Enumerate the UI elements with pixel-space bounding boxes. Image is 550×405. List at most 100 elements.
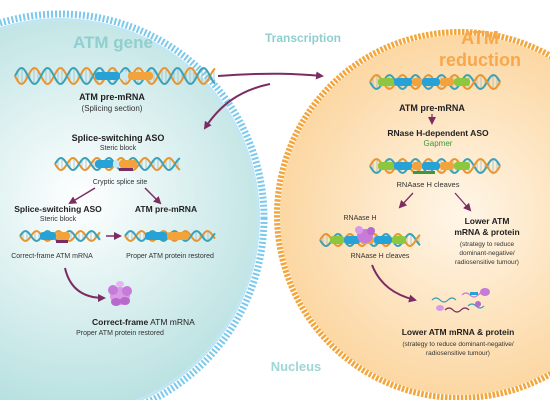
transcription-arrow-right bbox=[217, 71, 324, 80]
exon-segment bbox=[394, 162, 412, 170]
right-premrna-title: ATM pre-mRNA bbox=[399, 103, 465, 113]
left-cell-body bbox=[0, 18, 260, 405]
exon-segment bbox=[374, 236, 392, 244]
exon-segment bbox=[440, 78, 454, 86]
helix-strand-a bbox=[54, 156, 181, 172]
left-cell-membrane bbox=[0, 10, 268, 405]
nucleus-label: Nucleus bbox=[271, 359, 322, 374]
exon-segment bbox=[422, 162, 440, 170]
right-pre-mrna-gapmer bbox=[369, 158, 501, 174]
exon-segment bbox=[392, 236, 406, 244]
fragment-protein-3 bbox=[475, 301, 481, 307]
left-premrna-title: ATM pre-mRNA bbox=[79, 92, 145, 102]
proper-restored-small-label: Proper ATM protein restored bbox=[126, 253, 214, 260]
exon-segment bbox=[378, 162, 394, 170]
right-cell-membrane bbox=[274, 29, 550, 401]
exon-segment bbox=[440, 162, 454, 170]
exon-segment bbox=[412, 162, 422, 170]
exon-segment bbox=[454, 78, 470, 86]
rnaase-cleaves-1: RNAase H cleaves bbox=[397, 180, 460, 189]
exon-segment bbox=[40, 232, 56, 240]
fragment-5 bbox=[470, 292, 478, 295]
exon-segment bbox=[344, 236, 360, 244]
pre-mrna-strand-left bbox=[95, 72, 153, 80]
atm-premrna-mid-title: ATM pre-mRNA bbox=[135, 204, 197, 214]
atm-reduction-title-line1: ATM bbox=[461, 28, 499, 48]
exon-segment bbox=[378, 78, 394, 86]
exon-segment bbox=[394, 78, 412, 86]
aso-bar bbox=[119, 168, 133, 171]
exon-segment bbox=[120, 72, 128, 80]
gapmer-bar bbox=[413, 171, 435, 174]
atm-gene-title: ATM gene bbox=[73, 33, 153, 52]
strategy-bottom-1: (strategy to reduce dominant-negative/ bbox=[402, 341, 513, 348]
rnaase-h-label: RNAase H bbox=[343, 215, 376, 222]
pre-mrna-with-aso bbox=[54, 156, 181, 172]
right-cell-body bbox=[280, 35, 550, 395]
arrow-to-fragments bbox=[371, 264, 417, 303]
exon-segment bbox=[412, 78, 422, 86]
rnase-h-enzyme-icon bbox=[355, 226, 375, 243]
aso-bar-2 bbox=[56, 240, 68, 243]
correct-frame-bold: Correct-frame ATM mRNA bbox=[92, 317, 195, 327]
helix-strand-a bbox=[14, 67, 216, 85]
exon-segment bbox=[454, 162, 470, 170]
dna-helix-gene bbox=[14, 67, 216, 85]
pre-mrna-mid bbox=[124, 230, 216, 242]
exon-segment bbox=[95, 160, 113, 168]
exon-segment bbox=[119, 160, 137, 168]
exon-segment bbox=[330, 236, 344, 244]
atm-reduction-title-line2: reduction bbox=[439, 50, 521, 70]
exon-segment bbox=[56, 232, 70, 240]
lower-atm-bottom-label: Lower ATM mRNA & protein bbox=[402, 327, 515, 337]
helix-strand-b bbox=[14, 67, 216, 85]
right-pre-mrna-1 bbox=[369, 74, 501, 90]
right-cell bbox=[274, 29, 550, 401]
exon-segment bbox=[422, 78, 440, 86]
ssaso-title-2: Splice-switching ASO bbox=[14, 204, 102, 214]
proper-restored-bottom-label: Proper ATM protein restored bbox=[76, 330, 164, 337]
left-cell bbox=[0, 10, 268, 405]
fragment-protein-2 bbox=[436, 305, 444, 311]
exon-segment bbox=[128, 72, 153, 80]
exon-segment bbox=[167, 232, 189, 240]
arrow-to-lower-atm bbox=[454, 192, 472, 212]
ssaso-title: Splice-switching ASO bbox=[72, 133, 165, 143]
steric-block-label-2: Steric block bbox=[40, 216, 77, 223]
helix-strand-b bbox=[54, 156, 181, 172]
lower-atm-label-2: mRNA & protein bbox=[454, 227, 519, 237]
atm-protein-left-icon bbox=[108, 281, 132, 306]
degraded-mrna-fragments bbox=[431, 288, 490, 313]
rnaase-cleaves-2: RNAase H cleaves bbox=[351, 253, 410, 260]
correct-frame-bold-span: Correct-frame bbox=[92, 317, 148, 327]
lower-atm-label-1: Lower ATM bbox=[465, 216, 510, 226]
exon-segment bbox=[145, 232, 167, 240]
arrow-to-ssaso-2 bbox=[68, 187, 96, 205]
steric-block-label-1: Steric block bbox=[100, 145, 137, 152]
transcription-label: Transcription bbox=[265, 31, 341, 45]
strategy-bottom-2: radiosensitive tumour) bbox=[426, 350, 490, 357]
fragment-protein-1 bbox=[480, 288, 490, 296]
strategy-small-2: dominant-negative/ bbox=[459, 250, 514, 257]
correct-frame-small-label: Correct-frame ATM mRNA bbox=[11, 253, 93, 260]
exon-segment bbox=[113, 160, 119, 168]
arrow-to-premrna-mid bbox=[144, 187, 162, 205]
cryptic-splice-site-label: Cryptic splice site bbox=[93, 179, 148, 186]
arrow-to-rnaseh bbox=[398, 192, 414, 209]
fragment-1 bbox=[431, 297, 457, 303]
helix-strand-a bbox=[19, 230, 101, 242]
fragment-2 bbox=[444, 307, 470, 313]
pre-mrna-ssaso-2 bbox=[19, 230, 101, 243]
exon-segment bbox=[95, 72, 120, 80]
left-cell-inner-membrane bbox=[0, 19, 259, 405]
rnaseh-aso-label: RNase H-dependent ASO bbox=[387, 128, 489, 138]
splice-arrow-left bbox=[203, 83, 271, 130]
arrow-to-protein-left bbox=[64, 267, 106, 302]
gapmer-label: Gapmer bbox=[424, 139, 453, 148]
left-premrna-subtitle: (Splicing section) bbox=[82, 104, 143, 113]
correct-frame-rest-span: ATM mRNA bbox=[148, 317, 195, 327]
strategy-small-3: radiosensitive tumour) bbox=[455, 259, 519, 266]
strategy-small-1: (strategy to reduce bbox=[460, 241, 515, 248]
